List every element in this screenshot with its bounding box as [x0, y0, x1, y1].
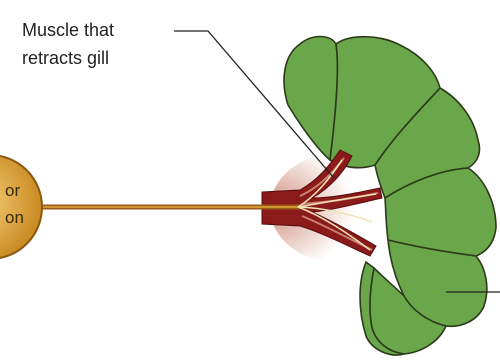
muscle-label-line2: retracts gill	[22, 47, 109, 69]
muscle-label-line1: Muscle that	[22, 19, 114, 41]
neuron-label-line2: on	[5, 207, 24, 228]
neuron-label-line1: or	[5, 180, 20, 201]
gill-lobe	[284, 37, 337, 161]
